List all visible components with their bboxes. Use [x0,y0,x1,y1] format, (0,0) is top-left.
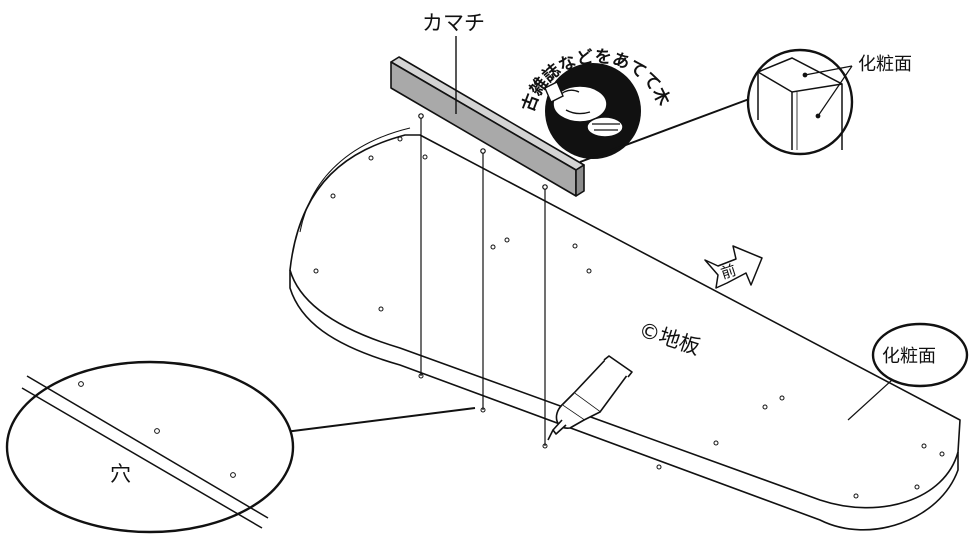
kamachi-label: カマチ [422,11,485,35]
finish-face-bubble-leader [847,379,893,421]
kamachi-rail [390,56,585,197]
front-label: 前 [719,261,739,283]
glue-tube-icon [547,355,633,441]
hole-zoom-holes [78,381,236,478]
finish-face-zoom [746,48,854,156]
floor-board-edge [289,270,959,531]
front-arrow-icon: 前 [704,245,763,289]
hole-zoom-edge [21,375,269,529]
board-holes [313,136,945,499]
floor-board [289,134,961,509]
dowel-guides [418,113,548,446]
zoom-leader-top [579,94,761,163]
finish-face-top-label: 化粧面 [858,54,912,75]
zoom-leader-left [284,407,476,433]
hole-label: 穴 [110,462,131,486]
finish-face-pointers [802,65,853,119]
hammer-tip-badge [544,63,641,159]
zoom-corner-detail [757,57,843,150]
finish-face-bubble [871,322,969,388]
hole-zoom [5,360,295,534]
finish-face-bubble-label: 化粧面 [882,346,936,367]
